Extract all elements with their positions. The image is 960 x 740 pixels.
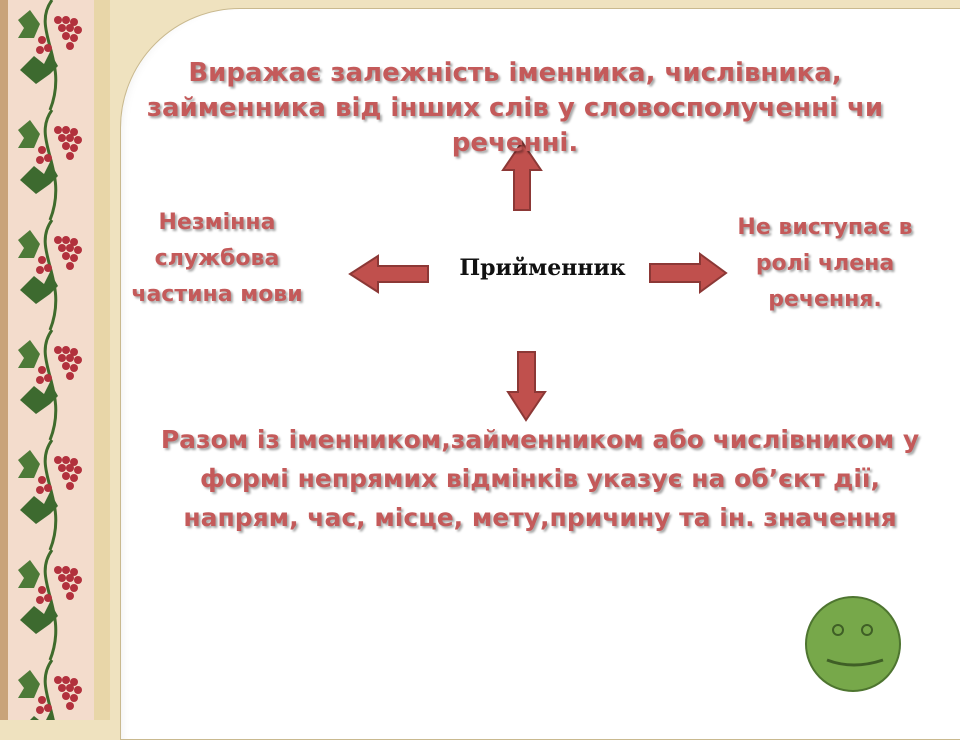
right-description: Не виступає в ролі члена речення.: [737, 215, 913, 312]
bottom-description: Разом із іменником,займенником або числі…: [160, 425, 920, 532]
top-description: Виражає залежність іменника, числівника,…: [146, 58, 884, 158]
center-term: Прийменник: [459, 255, 626, 281]
smiley-face-icon[interactable]: [803, 594, 903, 694]
embroidery-border-icon: [0, 0, 110, 720]
left-description: Незмінна службова частина мови: [131, 210, 303, 307]
